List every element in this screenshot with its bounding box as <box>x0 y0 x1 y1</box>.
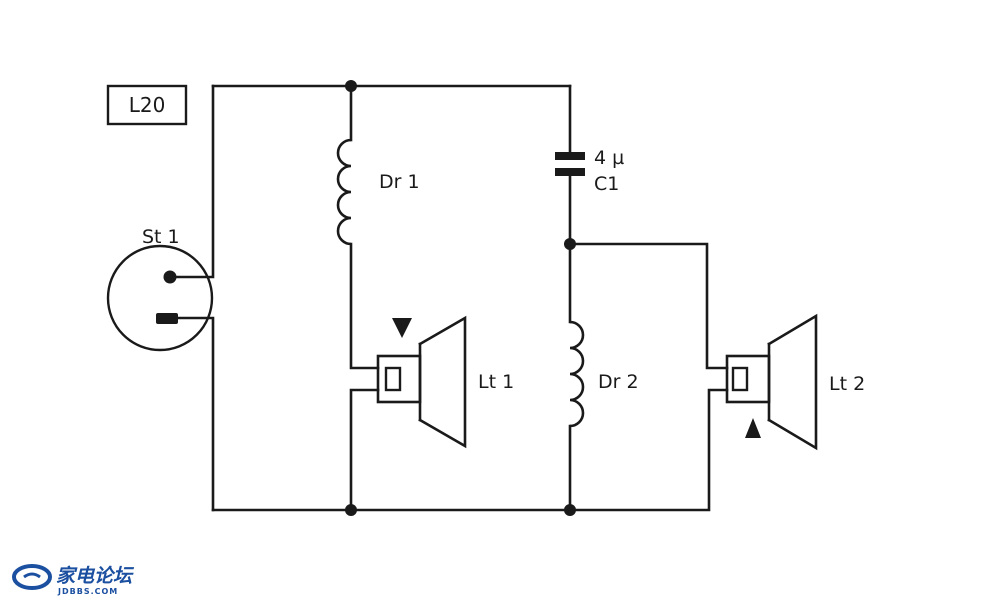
speaker-lt2 <box>725 313 818 451</box>
lt1-polarity-marker <box>392 318 412 338</box>
inductor2-label: Dr 2 <box>598 371 639 393</box>
model-label: L20 <box>129 93 166 117</box>
connector-circle <box>106 244 214 352</box>
watermark-name: 家电论坛 <box>56 565 135 587</box>
input-wire-negative <box>173 316 215 512</box>
speaker2-label: Lt 2 <box>829 373 865 395</box>
junction-top-dr1 <box>345 80 357 92</box>
junction-bottom-lt1 <box>345 504 357 516</box>
connector-label: St 1 <box>142 226 180 248</box>
inductor-dr2 <box>569 320 585 428</box>
inductor-dr1 <box>336 138 352 246</box>
capacitor-label: C1 <box>594 173 619 195</box>
connector-pin-negative <box>156 313 178 324</box>
c1-to-lt2-wire <box>568 242 729 370</box>
watermark-domain: JDBBS.COM <box>57 587 118 596</box>
input-wire-positive <box>168 84 215 279</box>
watermark-swirl-icon <box>12 564 52 590</box>
junction-c1-dr2 <box>564 238 576 250</box>
inductor1-label: Dr 1 <box>379 171 420 193</box>
watermark-logo: 家电论坛 JDBBS.COM <box>12 564 135 596</box>
speaker1-label: Lt 1 <box>478 371 514 393</box>
speaker-lt1 <box>376 315 467 449</box>
lt2-polarity-marker <box>745 418 761 438</box>
junction-bottom-dr2 <box>564 504 576 516</box>
capacitor-value: 4 µ <box>594 147 624 169</box>
capacitor-c1 <box>555 152 585 176</box>
connector-pin-positive <box>163 270 177 284</box>
dr1-to-lt1-wire <box>349 242 380 370</box>
bottom-rail-wire <box>211 388 729 512</box>
model-label-box <box>106 84 188 126</box>
lt1-return-wire <box>349 388 380 512</box>
